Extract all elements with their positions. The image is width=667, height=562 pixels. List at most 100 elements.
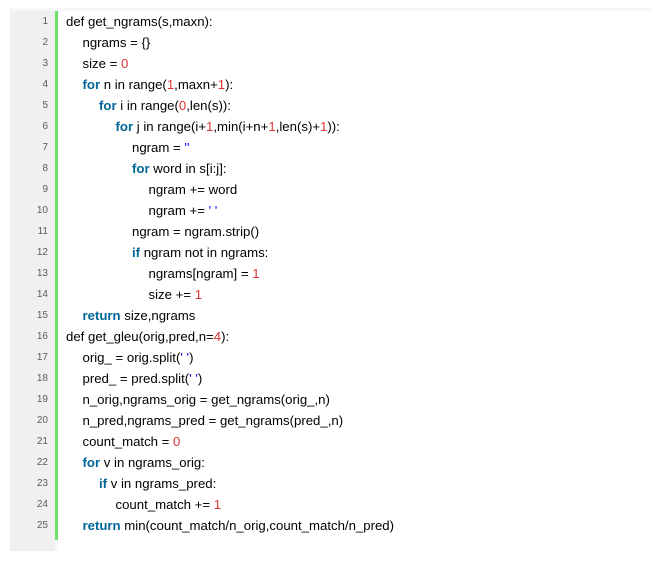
number-token: 0: [178, 98, 187, 113]
code-text: pred_ = pred.split(' '): [83, 368, 203, 389]
line-number: 4: [42, 79, 48, 90]
code-line: 17 orig_ = orig.split(' '): [10, 347, 653, 368]
line-number: 15: [36, 310, 48, 321]
number-token: 1: [166, 77, 175, 92]
line-number: 12: [36, 247, 48, 258]
code-token: ngrams = {}: [82, 35, 151, 50]
code-line: 25 return min(count_match/n_orig,count_ma…: [10, 515, 653, 536]
number-token: 1: [206, 119, 214, 134]
code-text: for i in range(0,len(s)):: [99, 95, 231, 116]
code-text: n_orig,ngrams_orig = get_ngrams(orig_,n): [83, 389, 330, 410]
code-token: j in range(i+: [133, 119, 207, 134]
number-token: 1: [320, 119, 328, 134]
number-token: 1: [194, 287, 203, 302]
code-text: ngram += word: [149, 179, 238, 200]
code-text: count_match += 1: [116, 494, 222, 515]
code-text: for j in range(i+1,min(i+n+1,len(s)+1)):: [116, 116, 340, 137]
code-token: min(count_match/n_orig,count_match/n_pre…: [120, 518, 395, 533]
keyword-token: for: [82, 77, 101, 92]
line-number: 19: [36, 394, 48, 405]
code-text: orig_ = orig.split(' '): [83, 347, 194, 368]
code-token: orig_ = orig.split(: [82, 350, 181, 365]
string-token: ' ': [208, 203, 218, 218]
code-token: ): [197, 371, 203, 386]
string-token: '': [184, 140, 190, 155]
line-number: 22: [36, 457, 48, 468]
number-token: 1: [213, 497, 222, 512]
code-line: 20 n_pred,ngrams_pred = get_ngrams(pred_,…: [10, 410, 653, 431]
code-token: ,len(s)):: [186, 98, 231, 113]
line-number: 7: [42, 142, 48, 153]
code-token: ngrams[ngram] =: [148, 266, 253, 281]
keyword-token: return: [82, 308, 121, 323]
code-token: ,maxn+: [174, 77, 218, 92]
number-token: 4: [213, 329, 222, 344]
code-token: n in range(: [100, 77, 167, 92]
keyword-token: for: [82, 455, 101, 470]
code-line: 5 for i in range(0,len(s)):: [10, 95, 653, 116]
code-token: ngram = ngram.strip(): [132, 224, 260, 239]
line-number: 5: [42, 100, 48, 111]
code-text: ngrams = {}: [83, 32, 151, 53]
code-text: return min(count_match/n_orig,count_matc…: [83, 515, 395, 536]
code-text: if ngram not in ngrams:: [132, 242, 268, 263]
code-text: ngrams[ngram] = 1: [149, 263, 260, 284]
keyword-token: if: [132, 245, 141, 260]
code-text: n_pred,ngrams_pred = get_ngrams(pred_,n): [83, 410, 344, 431]
code-token: ngram =: [132, 140, 185, 155]
string-token: ' ': [180, 350, 190, 365]
number-token: 1: [217, 77, 226, 92]
code-token: def get_ngrams(s,maxn):: [66, 14, 213, 29]
code-token: ):: [225, 77, 234, 92]
number-token: 1: [252, 266, 260, 281]
code-token: pred_ = pred.split(: [82, 371, 190, 386]
code-token: n_orig,ngrams_orig = get_ngrams(orig_,n): [82, 392, 330, 407]
code-token: ngram += word: [148, 182, 238, 197]
code-token: ,len(s)+: [275, 119, 321, 134]
code-text: return size,ngrams: [83, 305, 196, 326]
code-text: size += 1: [149, 284, 203, 305]
code-token: word in s[i:j]:: [149, 161, 227, 176]
line-number: 24: [36, 499, 48, 510]
line-number-gutter: [10, 11, 55, 551]
line-number: 18: [36, 373, 48, 384]
code-line: 18 pred_ = pred.split(' '): [10, 368, 653, 389]
code-token: count_match =: [82, 434, 174, 449]
line-number: 25: [36, 520, 48, 531]
code-token: v in ngrams_orig:: [100, 455, 205, 470]
line-number: 13: [36, 268, 48, 279]
line-number: 1: [42, 16, 48, 27]
code-text: ngram = ngram.strip(): [132, 221, 259, 242]
code-line: 7 ngram = '': [10, 137, 653, 158]
code-token: )):: [327, 119, 340, 134]
code-token: size =: [82, 56, 121, 71]
line-number: 17: [36, 352, 48, 363]
line-number: 2: [42, 37, 48, 48]
code-token: ):: [221, 329, 230, 344]
code-token: size +=: [148, 287, 195, 302]
code-token: count_match +=: [115, 497, 214, 512]
code-line: 1 def get_ngrams(s,maxn):: [10, 11, 653, 32]
code-line: 12 if ngram not in ngrams:: [10, 242, 653, 263]
keyword-token: return: [82, 518, 121, 533]
code-token: ): [189, 350, 194, 365]
line-number: 9: [42, 184, 48, 195]
line-number: 21: [36, 436, 48, 447]
code-token: ,min(i+n+: [213, 119, 269, 134]
code-token: def get_gleu(orig,pred,n=: [66, 329, 214, 344]
code-line: 9 ngram += word: [10, 179, 653, 200]
code-token: n_pred,ngrams_pred = get_ngrams(pred_,n): [82, 413, 344, 428]
code-text: ngram += ' ': [149, 200, 218, 221]
line-number: 20: [36, 415, 48, 426]
code-token: v in ngrams_pred:: [107, 476, 217, 491]
code-area: [58, 11, 653, 551]
